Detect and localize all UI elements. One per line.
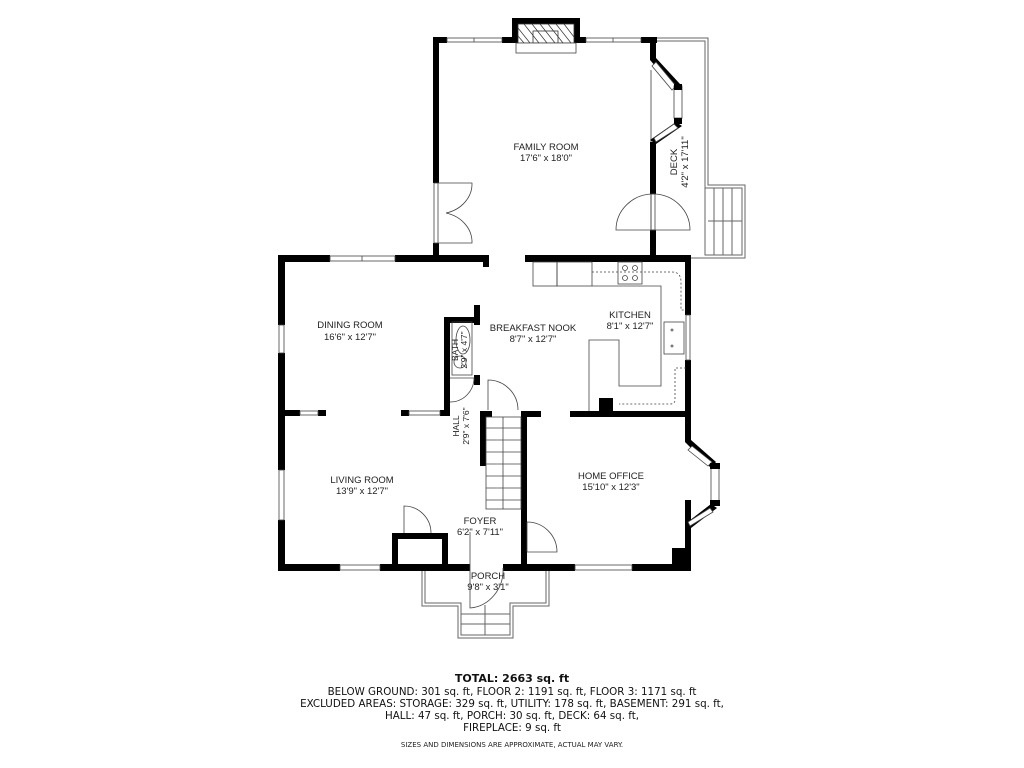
hall-label: HALL (451, 415, 461, 437)
exterior-walls (278, 255, 691, 571)
kitchen-fixtures (532, 261, 686, 411)
interior-openings (299, 410, 441, 416)
total-area: TOTAL: 2663 sq. ft (454, 672, 570, 685)
foyer-dims: 6'2" x 7'11" (457, 527, 503, 538)
breakfast-nook-dims: 8'7" x 12'7" (510, 334, 557, 345)
kitchen-dims: 8'1" x 12'7" (607, 321, 654, 332)
exterior-windows (278, 255, 691, 571)
family-room-bay-window (650, 58, 683, 144)
disclaimer: SIZES AND DIMENSIONS ARE APPROXIMATE, AC… (400, 741, 624, 749)
home-office-label: HOME OFFICE (578, 471, 644, 482)
family-room-label: FAMILY ROOM (513, 142, 578, 153)
fireplace (515, 23, 577, 54)
bath-label: BATH (450, 339, 460, 361)
living-room-dims: 13'9" x 12'7" (336, 486, 388, 497)
deck-label: DECK (669, 148, 680, 175)
area-breakdown-line-4: FIREPLACE: 9 sq. ft (463, 722, 561, 734)
bath-fixtures (451, 321, 473, 376)
interior-stairs (485, 416, 522, 510)
doors (403, 377, 558, 609)
home-office-bay-window (685, 440, 720, 528)
family-room-door-deck (615, 193, 691, 231)
breakfast-nook-label: BREAKFAST NOOK (490, 323, 577, 334)
living-room-label: LIVING ROOM (330, 475, 393, 486)
porch-outline (421, 571, 550, 639)
foyer-label: FOYER (464, 516, 497, 527)
deck-dims: 4'2" x 17'11" (680, 136, 691, 187)
bath-dims: 2'9" x 4'7" (459, 331, 469, 368)
area-breakdown-line-2: EXCLUDED AREAS: STORAGE: 329 sq. ft, UTI… (300, 698, 724, 710)
dining-room-dims: 16'6" x 12'7" (324, 332, 376, 343)
deck-stairs (704, 187, 743, 256)
family-room-windows (446, 37, 642, 43)
kitchen-label: KITCHEN (609, 310, 651, 321)
area-breakdown-line-3: HALL: 47 sq. ft, PORCH: 30 sq. ft, DECK:… (384, 710, 640, 722)
hall-dims: 2'9" x 7'6" (461, 407, 471, 444)
family-room-door-left (433, 182, 473, 244)
family-room-dims: 17'6" x 18'0" (520, 153, 572, 164)
family-room-walls (433, 18, 657, 260)
floor-plan: FAMILY ROOM 17'6" x 18'0" DECK 4'2" x 17… (278, 18, 746, 639)
interior-walls (278, 305, 691, 571)
porch-label: PORCH (471, 571, 505, 582)
porch-dims: 9'8" x 3'1" (467, 582, 509, 593)
home-office-dims: 15'10" x 12'3" (582, 482, 639, 493)
dining-room-label: DINING ROOM (317, 320, 383, 331)
area-breakdown-line-1: BELOW GROUND: 301 sq. ft, FLOOR 2: 1191 … (327, 686, 697, 698)
